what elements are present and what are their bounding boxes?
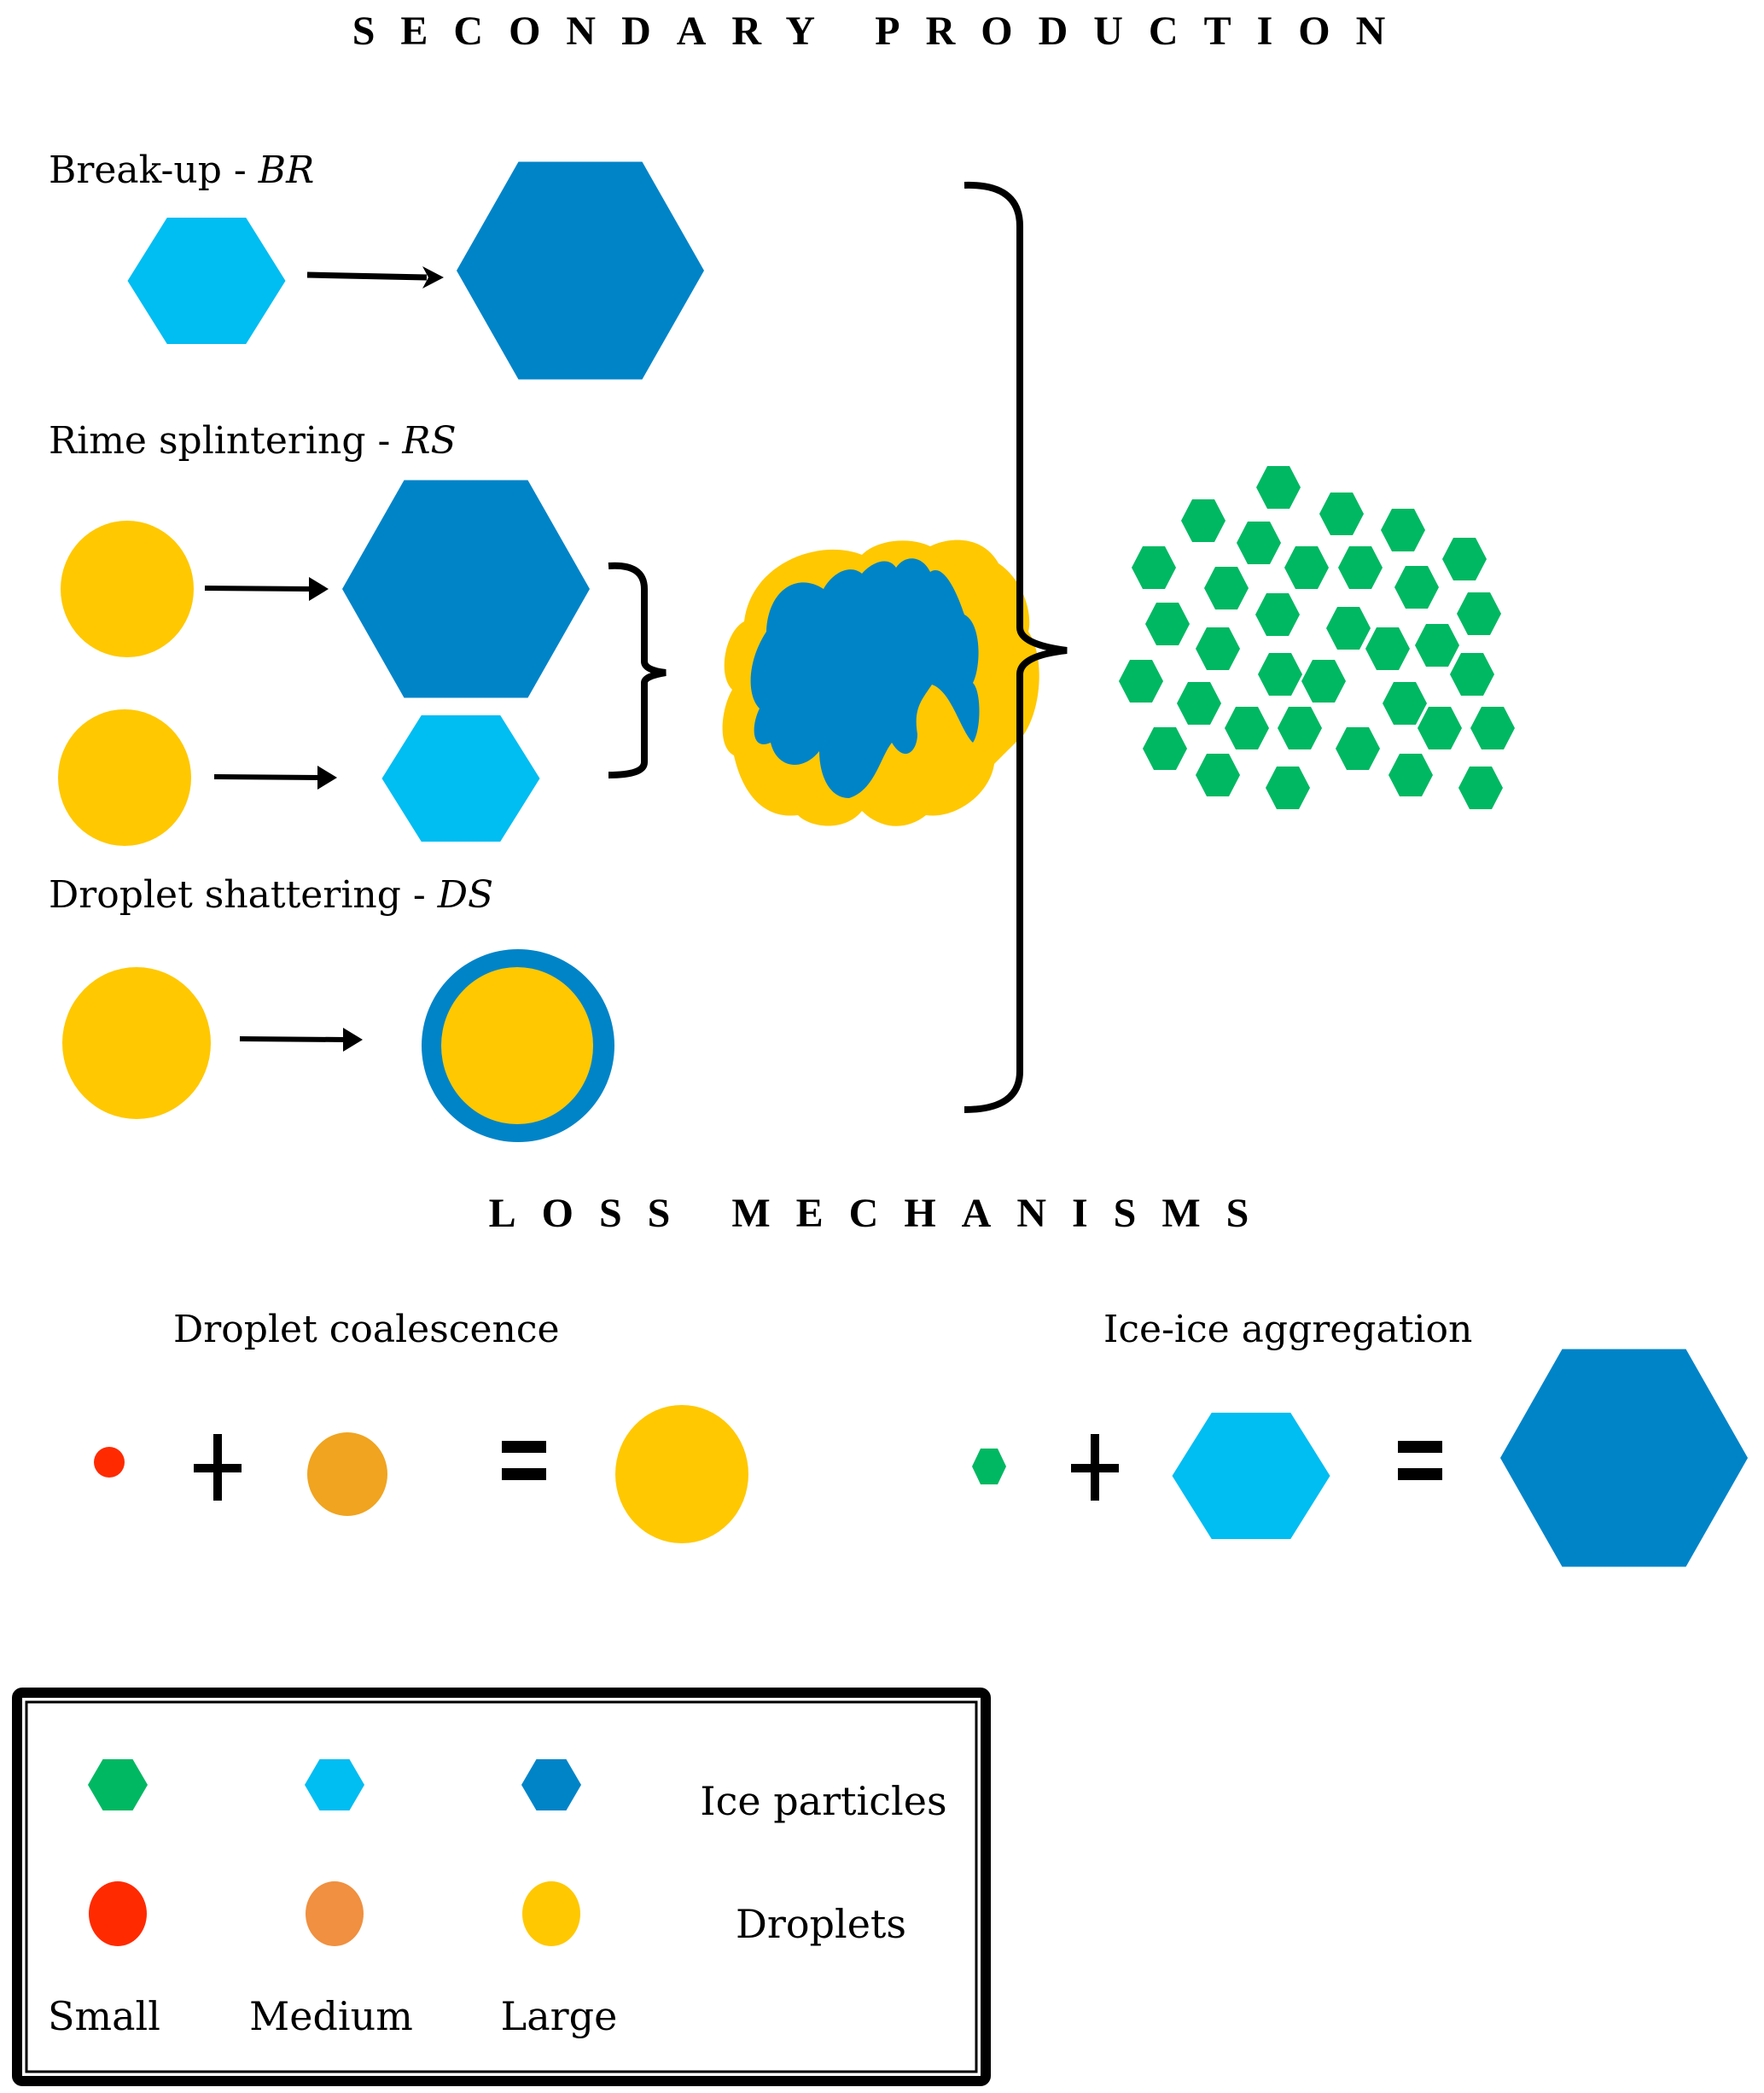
legend-large-ice-hexagon [521,1759,581,1810]
large-brace [964,181,1068,1113]
small-ice-splinter [1418,707,1462,749]
small-ice-splinter [1196,754,1240,796]
legend-medium-droplet [306,1881,364,1946]
plus-sign [194,1434,242,1501]
small-ice-splinter [1119,660,1163,703]
small-ice-splinter [1237,522,1281,564]
small-ice-splinter [1470,707,1515,749]
small-ice-splinter [1415,624,1459,667]
small-ice-splinter [1255,593,1300,636]
small-ice-splinter [1181,499,1225,542]
large-ice-hexagon [457,161,704,380]
small-droplet [94,1447,125,1478]
small-ice-splinter [1388,754,1433,796]
large-droplet [58,709,191,846]
small-ice-splinter [1143,727,1187,770]
small-ice-splinter [1196,627,1240,670]
medium-ice-hexagon [1172,1413,1330,1539]
secondary-ice-splinters [1119,466,1515,809]
small-brace [608,562,667,778]
small-ice-splinter [1365,627,1410,670]
small-ice-splinter [1319,493,1364,535]
small-ice-splinter [1394,566,1439,609]
medium-droplet [307,1432,387,1516]
legend-size-medium: Medium [249,1993,413,2039]
droplet-shattering-label: Droplet shattering - DS [49,873,493,917]
small-ice-splinter [1225,707,1269,749]
equals-sign [502,1441,546,1480]
legend-box [12,1688,991,2086]
large-droplet [615,1405,748,1543]
loss-mechanisms-title: LOSS MECHANISMS [489,1191,1275,1236]
legend-size-small: Small [48,1993,160,2039]
large-ice-hexagon [1500,1349,1748,1567]
arrow-head [343,1028,363,1052]
legend-size-large: Large [501,1993,618,2039]
large-droplet [62,967,211,1119]
legend-droplets-label: Droplets [736,1901,906,1947]
small-ice-splinter [1338,546,1383,589]
arrow-head [317,766,337,790]
rimed-ice-cloud [722,539,1039,826]
small-ice-splinter [1457,592,1501,635]
small-ice-splinter [1284,546,1329,589]
arrow-head [422,266,444,289]
arrow-head [309,577,329,601]
small-ice-splinter [1256,466,1301,509]
small-ice-splinter [1326,607,1371,650]
small-ice-splinter [1450,653,1494,696]
small-ice-splinter [1266,767,1310,809]
arrow-line [239,1036,346,1042]
legend-medium-ice-hexagon [305,1759,364,1810]
small-ice-splinter [1301,660,1346,703]
small-ice-splinter [1145,603,1190,645]
medium-ice-hexagon [381,715,540,842]
large-droplet [61,521,194,657]
freezing-droplet-core [441,967,593,1124]
ice-aggregation-label: Ice-ice aggregation [1103,1308,1472,1351]
small-ice-splinter [1442,538,1487,580]
small-ice-splinter [1258,653,1302,696]
small-ice-splinter [1278,707,1322,749]
droplet-coalescence-label: Droplet coalescence [173,1308,560,1351]
legend-ice-particles-label: Ice particles [700,1778,946,1824]
arrow-line [204,586,312,592]
small-ice-splinter [1458,767,1503,809]
small-ice-splinter [1177,682,1221,725]
rime-splintering-label: Rime splintering - RS [49,419,457,463]
arrow-line [213,774,321,780]
legend-large-droplet [522,1881,580,1946]
secondary-production-title: SECONDARY PRODUCTION [352,9,1412,54]
equals-sign [1398,1441,1442,1480]
medium-ice-hexagon [127,218,286,344]
small-ice-hexagon [972,1449,1006,1484]
large-ice-hexagon [342,480,590,698]
small-ice-splinter [1132,546,1176,589]
legend-small-droplet [89,1881,147,1946]
small-ice-splinter [1336,727,1380,770]
breakup-label: Break-up - BR [49,149,314,192]
arrow-line [306,271,428,281]
small-ice-splinter [1204,567,1249,609]
plus-sign [1071,1434,1119,1501]
small-ice-splinter [1383,682,1427,725]
legend-small-ice-hexagon [88,1759,148,1810]
small-ice-splinter [1381,509,1425,551]
